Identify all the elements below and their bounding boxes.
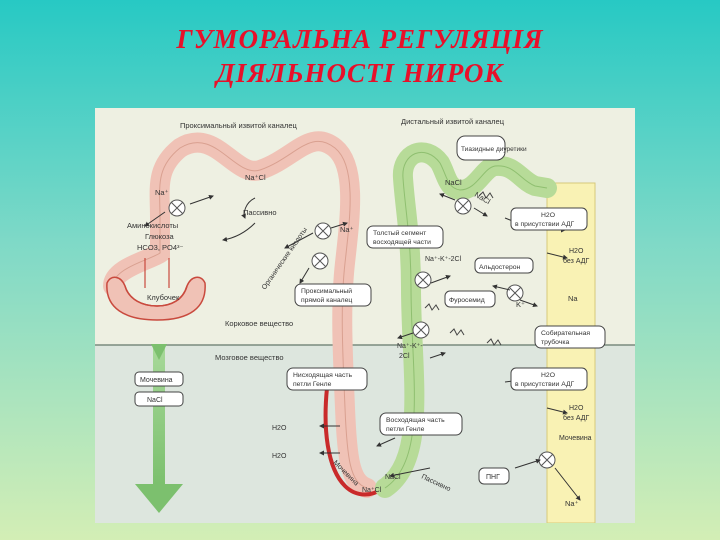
svg-text:H2O: H2O — [541, 212, 555, 219]
proximal-red-lining — [124, 285, 188, 307]
svg-text:в присутствии АДГ: в присутствии АДГ — [515, 381, 575, 388]
nak2cl-lower-2: 2Cl — [399, 353, 410, 360]
urea-output-box: Мочевина — [134, 371, 184, 387]
kidney-regulation-diagram: Проксимальный извитой каналец Дистальный… — [95, 108, 635, 523]
h2o-no-adh-label: H2O — [569, 248, 584, 255]
channel-proximal-upper — [168, 199, 186, 217]
channel-proximal-right-1 — [314, 222, 332, 240]
hco3-po4-label: HCO3, PO4³⁻ — [137, 243, 184, 252]
svg-text:трубочка: трубочка — [541, 338, 569, 346]
h2o-loop-2: H2O — [272, 453, 287, 460]
passive-label: Пассивно — [243, 208, 277, 217]
na-label-left: Na⁺ — [155, 188, 169, 197]
collecting-duct — [546, 182, 596, 523]
channel-collecting-lower — [538, 451, 556, 469]
channel-distal-upper — [454, 197, 472, 215]
svg-text:петли Генле: петли Генле — [386, 426, 425, 433]
svg-text:Толстый сегмент: Толстый сегмент — [373, 229, 426, 237]
svg-text:H2O: H2O — [541, 372, 555, 379]
urea-right-label: Мочевина — [559, 435, 592, 442]
ascending-limb-box: Восходящая часть петли Генле — [379, 412, 463, 436]
svg-text:в присутствии АДГ: в присутствии АДГ — [515, 221, 575, 228]
nacl-proximal-label: Na⁺Cl — [245, 173, 266, 182]
thiazide-text: Тиазидные диуретики — [461, 146, 527, 153]
transport-channels — [168, 197, 556, 469]
thiazide-box: Тиазидные диуретики — [456, 135, 527, 161]
furosemide-box: Фуросемид — [444, 290, 496, 308]
cortex-label: Корковое вещество — [225, 319, 293, 328]
anp-box: ПНГ — [478, 467, 510, 485]
title-line-1: ГУМОРАЛЬНА РЕГУЛЯЦІЯ — [176, 24, 544, 54]
thick-segment-box: Толстый сегмент восходящей части — [366, 225, 444, 249]
amino-acids-label: Аминокислоты — [127, 221, 178, 230]
svg-text:прямой каналец: прямой каналец — [301, 296, 352, 304]
descending-limb-box: Нисходящая часть петли Генле — [286, 367, 368, 391]
na-thick-label: Na⁺ — [340, 225, 354, 234]
glucose-label: Глюкоза — [145, 232, 175, 241]
na-right-label: Na — [568, 294, 578, 303]
h2o-adh-box: H2O в присутствии АДГ — [510, 207, 588, 231]
svg-text:Мочевина: Мочевина — [140, 377, 173, 384]
svg-text:Восходящая часть: Восходящая часть — [386, 417, 445, 424]
inhibition-marks — [424, 191, 502, 346]
k-plus-label: K⁺ — [516, 300, 525, 309]
medulla-label: Мозговое вещество — [215, 353, 284, 362]
slide-title: ГУМОРАЛЬНА РЕГУЛЯЦІЯ ДІЯЛЬНОСТІ НИРОК — [0, 22, 720, 90]
svg-text:Фуросемид: Фуросемид — [449, 297, 485, 304]
channel-distal-mid — [414, 271, 432, 289]
channel-proximal-right-2 — [311, 252, 329, 270]
h2o-adh-lower-box: H2O в присутствии АДГ — [510, 367, 588, 391]
distal-tubule-label: Дистальный извитой каналец — [401, 117, 505, 126]
without-adh-label: без АДГ — [563, 257, 589, 265]
svg-text:Проксимальный: Проксимальный — [301, 287, 352, 295]
h2o-loop-1: H2O — [272, 425, 287, 432]
svg-text:петли Генле: петли Генле — [293, 381, 332, 388]
nacl-output-box: NaCl — [134, 391, 184, 407]
proximal-straight-box: Проксимальный прямой каналец — [294, 283, 372, 307]
nacl-right-1: NaCl — [445, 178, 462, 187]
descending-limb — [323, 387, 385, 497]
collecting-duct-box: Собирательная трубочка — [534, 325, 606, 349]
nacl-loop-label: Na⁺Cl — [362, 487, 382, 494]
nak2cl-label: Na⁺-K⁺-2Cl — [425, 256, 462, 263]
channel-ascending — [412, 321, 430, 339]
channel-collecting-upper — [506, 284, 524, 302]
urine-flow-arrow-shaft — [153, 344, 165, 484]
svg-text:восходящей части: восходящей части — [373, 238, 431, 246]
h2o-no-adh-lower-label: H2O — [569, 405, 584, 412]
proximal-tubule-label: Проксимальный извитой каналец — [180, 121, 298, 130]
glomerulus-label: Клубочек — [147, 293, 180, 302]
urine-flow-small-arrow — [151, 344, 167, 360]
na-bottom-label: Na⁺ — [565, 499, 579, 508]
svg-text:ПНГ: ПНГ — [486, 474, 500, 481]
nak2cl-lower-1: Na⁺-K⁺- — [397, 343, 423, 350]
nacl-loop-2: NaCl — [385, 474, 401, 481]
svg-text:Альдостерон: Альдостерон — [479, 264, 521, 271]
aldosterone-box: Альдостерон — [474, 257, 534, 274]
title-line-2: ДІЯЛЬНОСТІ НИРОК — [216, 58, 504, 88]
urine-flow-arrow-head — [135, 484, 183, 513]
glomerulus-stem — [144, 258, 170, 288]
svg-text:NaCl: NaCl — [147, 397, 163, 404]
without-adh-lower-label: без АДГ — [563, 414, 589, 422]
svg-text:Собирательная: Собирательная — [541, 329, 590, 337]
svg-text:Нисходящая часть: Нисходящая часть — [293, 372, 352, 379]
